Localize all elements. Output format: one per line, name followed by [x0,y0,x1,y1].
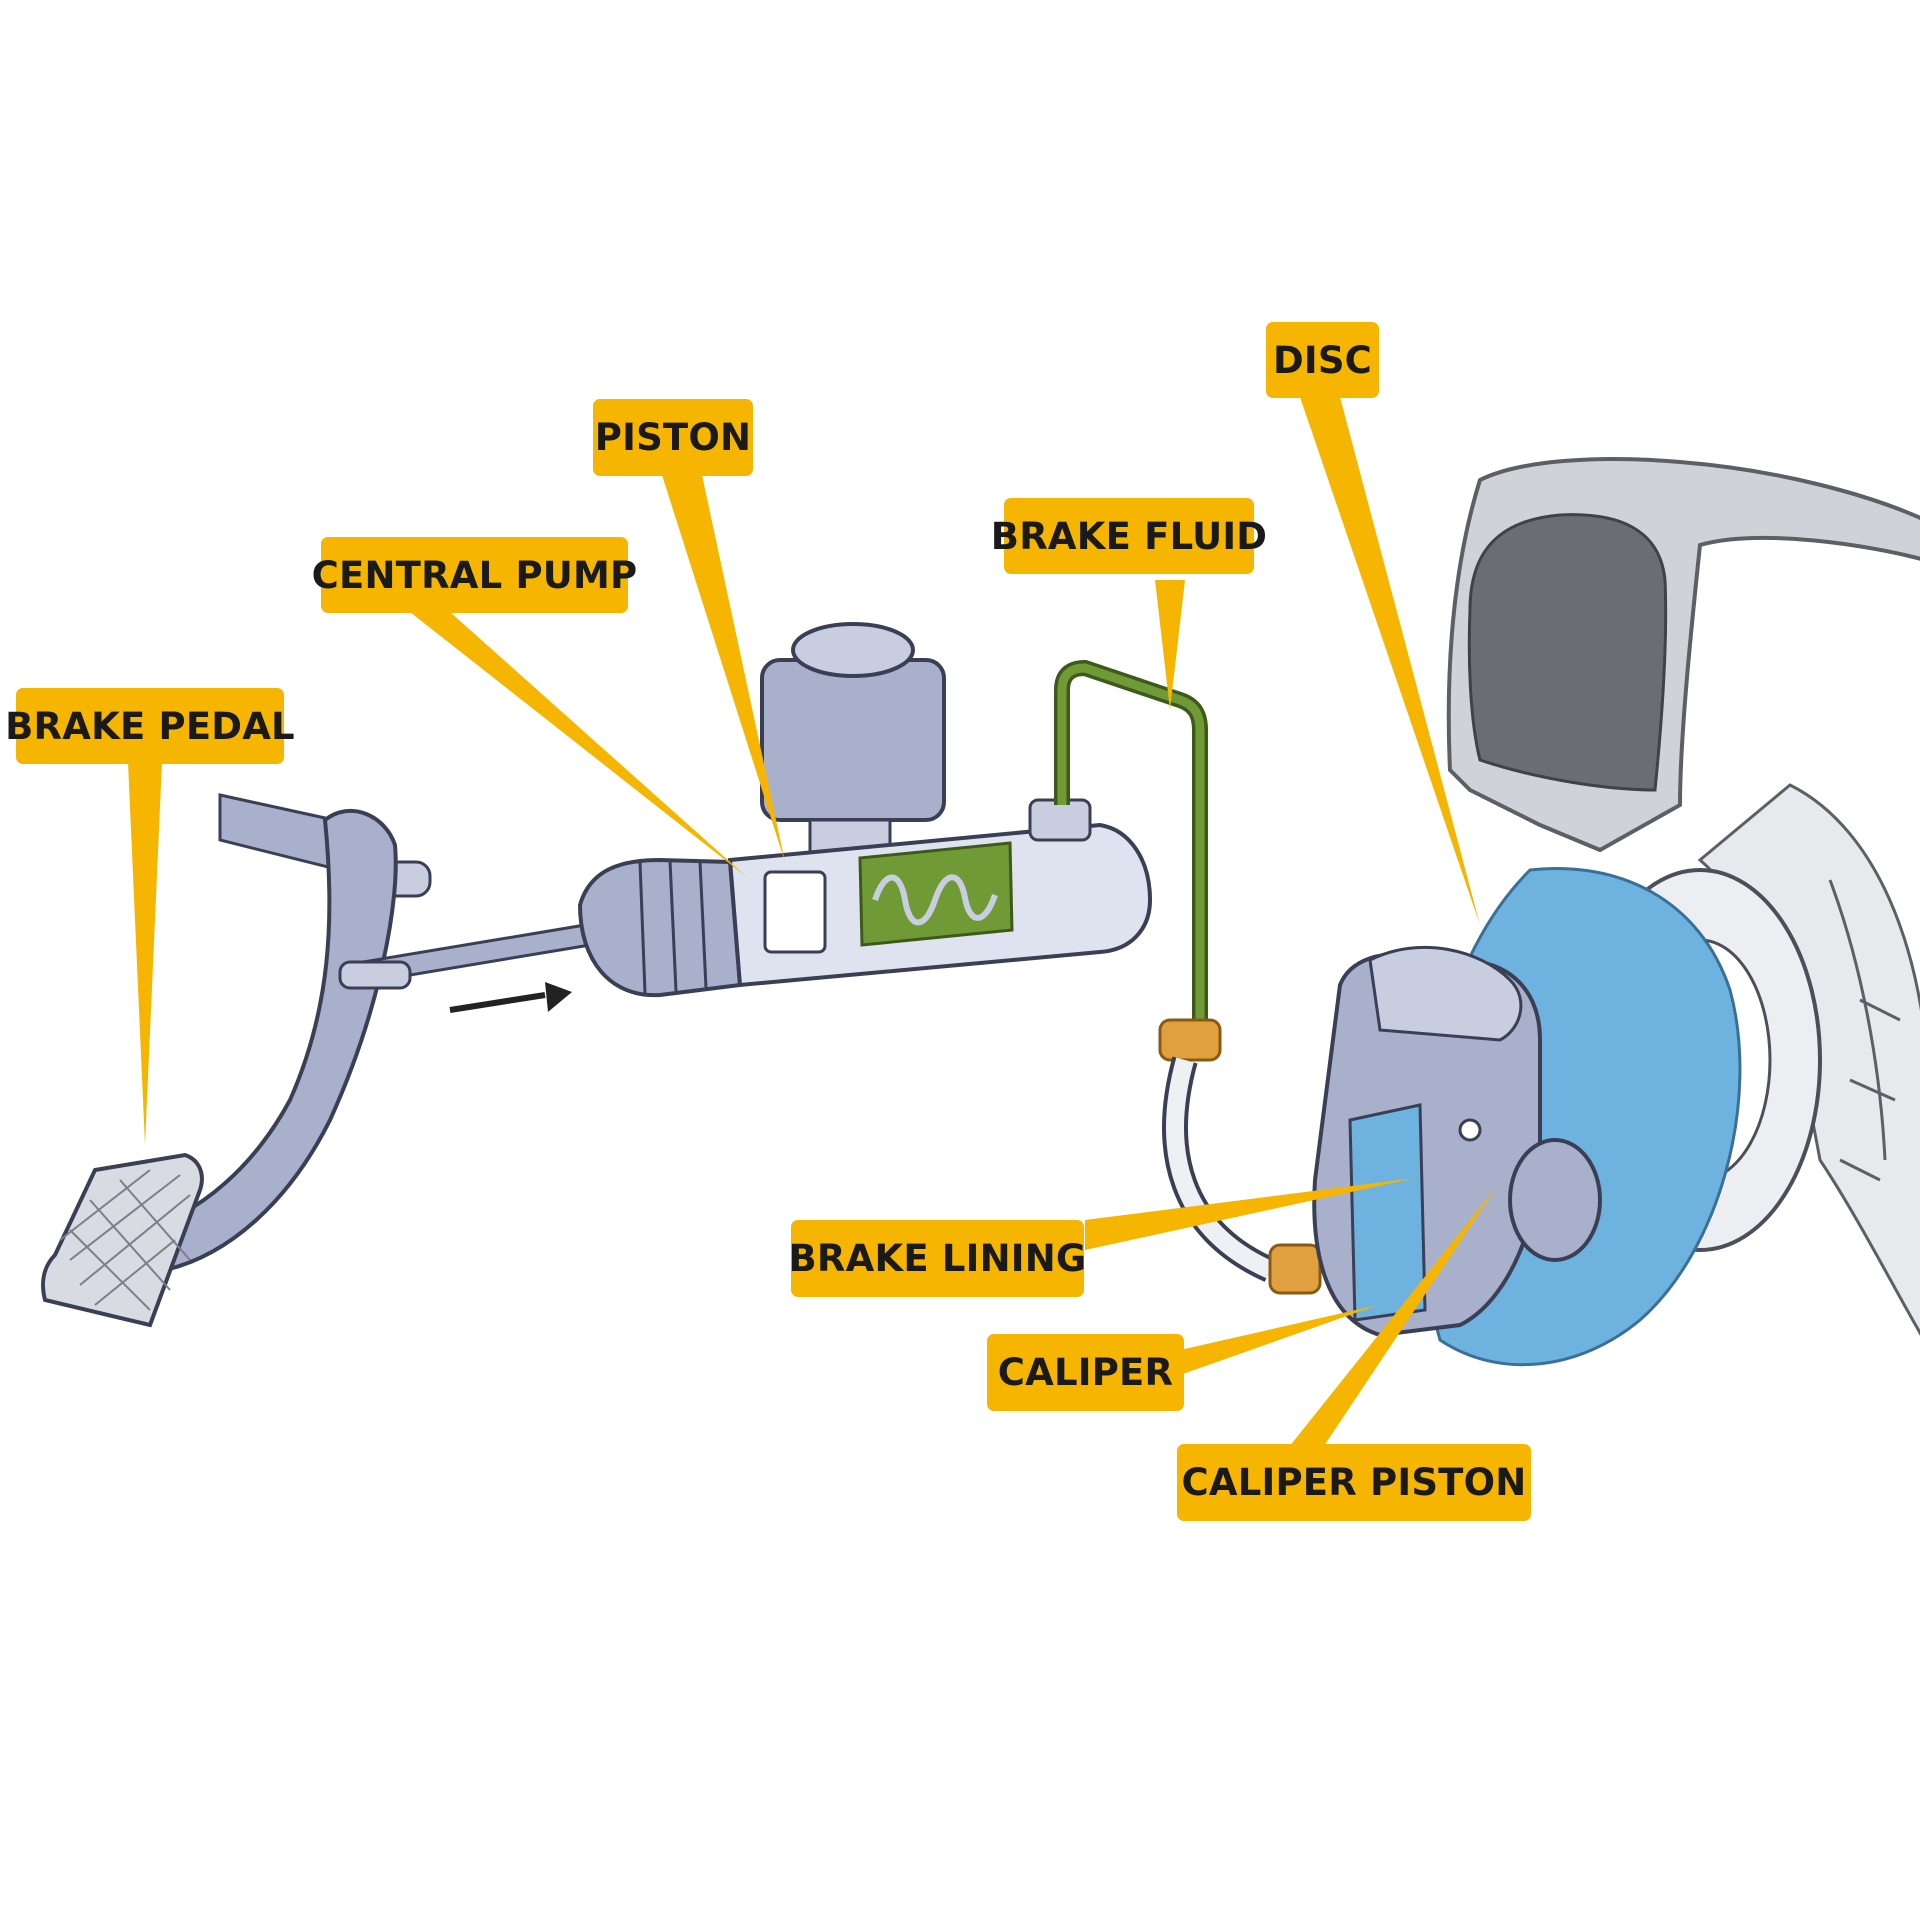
label-brake-pedal: BRAKE PEDAL [5,688,295,764]
label-pointers [128,397,1498,1452]
label-brake-fluid: BRAKE FLUID [991,498,1267,574]
pedal-arm [136,809,398,1273]
inner-piston [763,870,827,954]
pointer-brake-fluid [1155,580,1185,710]
tyre-tread [1828,879,1901,1182]
caliper-assembly [1312,945,1602,1338]
pointer-caliper [1180,1305,1378,1375]
pedal-pad [41,1152,204,1328]
reservoir-cap [791,622,915,678]
fluid-reservoir [760,658,946,822]
hose-fitting-upper [1158,1018,1222,1062]
label-caliper-piston: CALIPER PISTON [1177,1444,1531,1521]
rod-clevis [338,960,412,990]
caliper-piston-shape [1508,1138,1602,1262]
pointer-brake-pedal [128,762,162,1145]
flex-hose-inner [1166,1057,1274,1279]
hose-fitting-lower [1268,1243,1322,1295]
pointer-central-pump [410,612,748,878]
brake-pipe-fluid [1057,663,1205,1020]
brake-line [1054,659,1322,1295]
pedal-pad-texture [59,1169,191,1311]
pointer-caliper-piston [1285,1185,1498,1452]
label-caliper: CALIPER [987,1334,1184,1411]
label-piston: PISTON [593,399,753,476]
pointer-brake-lining [1085,1178,1415,1250]
strut-window [1467,513,1668,792]
pedal-assembly [41,793,592,1328]
right-arrow-icon [449,982,572,1013]
caliper-bridge [1368,945,1523,1042]
brake-pad [1348,1103,1427,1322]
boot-ribs [638,860,708,994]
master-cylinder [577,622,1153,998]
return-spring [872,874,998,926]
rubber-boot [577,857,743,998]
pointer-piston [662,475,785,862]
bleed-screw [1458,1118,1482,1142]
label-central-pump: CENTRAL PUMP [312,537,637,613]
label-brake-lining: BRAKE LINING [789,1220,1086,1297]
pointer-disc [1300,397,1480,925]
outlet-fitting [1028,798,1092,842]
label-disc: DISC [1266,322,1379,398]
